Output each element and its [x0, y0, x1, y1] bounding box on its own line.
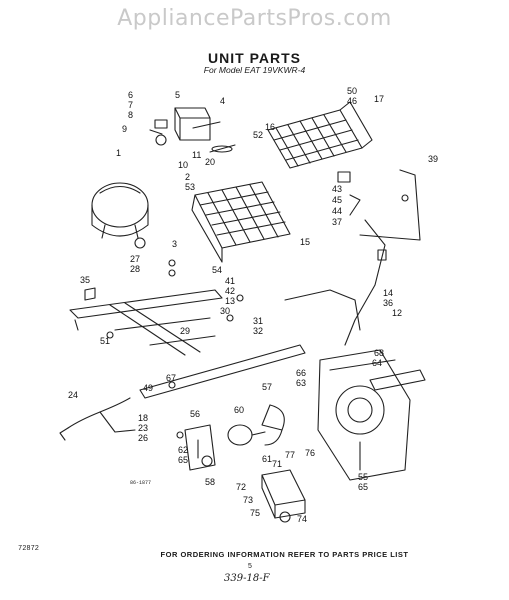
callout: 71 — [272, 459, 282, 469]
callout: 20 — [205, 157, 215, 167]
diagram-title: UNIT PARTS — [208, 50, 301, 66]
callout: 32 — [253, 326, 263, 336]
callout: 55 — [358, 472, 368, 482]
callout: 75 — [250, 508, 260, 518]
callout: 1 — [116, 148, 121, 158]
callout: 52 — [253, 130, 263, 140]
callout: 30 — [220, 306, 230, 316]
callout: 4 — [220, 96, 225, 106]
power-cord — [59, 397, 136, 441]
callout: 28 — [130, 264, 140, 274]
callout: 12 — [392, 308, 402, 318]
callout: 3 — [172, 239, 177, 249]
callout: 6 — [128, 90, 133, 100]
callout: 35 — [80, 275, 90, 285]
callout: 31 — [253, 316, 263, 326]
callout: 66 — [296, 368, 306, 378]
drier — [209, 144, 236, 153]
callout: 57 — [262, 382, 272, 392]
callout: 58 — [205, 477, 215, 487]
callout: 49 — [143, 383, 153, 393]
diagram-subtitle: For Model EAT 19VKWR-4 — [203, 65, 306, 75]
callout: 54 — [212, 265, 222, 275]
callout: 61 — [262, 454, 272, 464]
document-code: 72872 — [18, 545, 40, 553]
callout: 67 — [166, 373, 176, 383]
condenser-coil — [267, 101, 373, 169]
callout: 46 — [347, 96, 357, 106]
callout: 43 — [332, 184, 342, 194]
base-frame — [69, 287, 223, 356]
page-number: 5 — [248, 563, 252, 570]
callout: 15 — [300, 237, 310, 247]
callout: 36 — [383, 298, 393, 308]
callout: 7 — [128, 100, 133, 110]
callout: 63 — [296, 378, 306, 388]
callout: 68 — [374, 348, 384, 358]
callout: 77 — [285, 450, 295, 460]
callout-labels: 6 7 8 9 5 4 11 10 1 2 53 3 27 28 35 50 4… — [68, 86, 438, 524]
callout: 53 — [185, 182, 195, 192]
relay-assembly — [149, 107, 221, 146]
callout: 72 — [236, 482, 246, 492]
refrigerant-tubing — [284, 169, 421, 346]
callout: 44 — [332, 206, 342, 216]
callout: 8 — [128, 110, 133, 120]
callout: 60 — [234, 405, 244, 415]
callout: 51 — [100, 336, 110, 346]
callout: 27 — [130, 254, 140, 264]
callout: 5 — [175, 90, 180, 100]
motor-bracket — [184, 424, 216, 471]
callout: 23 — [138, 423, 148, 433]
callout: 16 — [265, 122, 275, 132]
callout: 37 — [332, 217, 342, 227]
callout: 65 — [178, 455, 188, 465]
fan-shroud — [317, 349, 426, 481]
callout: 39 — [428, 154, 438, 164]
callout: 42 — [225, 286, 235, 296]
callout: 29 — [180, 326, 190, 336]
callout: 41 — [225, 276, 235, 286]
callout: 74 — [297, 514, 307, 524]
fan-motor — [227, 404, 285, 446]
compressor — [91, 182, 149, 239]
callout: 2 — [185, 172, 190, 182]
callout: 73 — [243, 495, 253, 505]
figure-code: 86-1877 — [130, 480, 152, 486]
callout: 14 — [383, 288, 393, 298]
callout: 56 — [190, 409, 200, 419]
watermark: AppliancePartsPros.com — [117, 6, 392, 31]
callout: 10 — [178, 160, 188, 170]
callout: 18 — [138, 413, 148, 423]
callout: 65 — [358, 482, 368, 492]
fasteners — [106, 194, 409, 523]
callout: 17 — [374, 94, 384, 104]
callout: 11 — [192, 150, 201, 160]
callout: 45 — [332, 195, 342, 205]
drain-pan — [261, 469, 306, 519]
callout: 13 — [225, 296, 235, 306]
callout: 62 — [178, 445, 188, 455]
callout: 64 — [372, 358, 382, 368]
callout: 50 — [347, 86, 357, 96]
evaporator-coil — [191, 181, 291, 263]
callout: 26 — [138, 433, 148, 443]
callout: 76 — [305, 448, 315, 458]
handwritten-note: 339-18-F — [224, 573, 270, 584]
callout: 24 — [68, 390, 78, 400]
ordering-note: FOR ORDERING INFORMATION REFER TO PARTS … — [160, 550, 409, 559]
callout: 9 — [122, 124, 127, 134]
rail — [139, 344, 306, 399]
